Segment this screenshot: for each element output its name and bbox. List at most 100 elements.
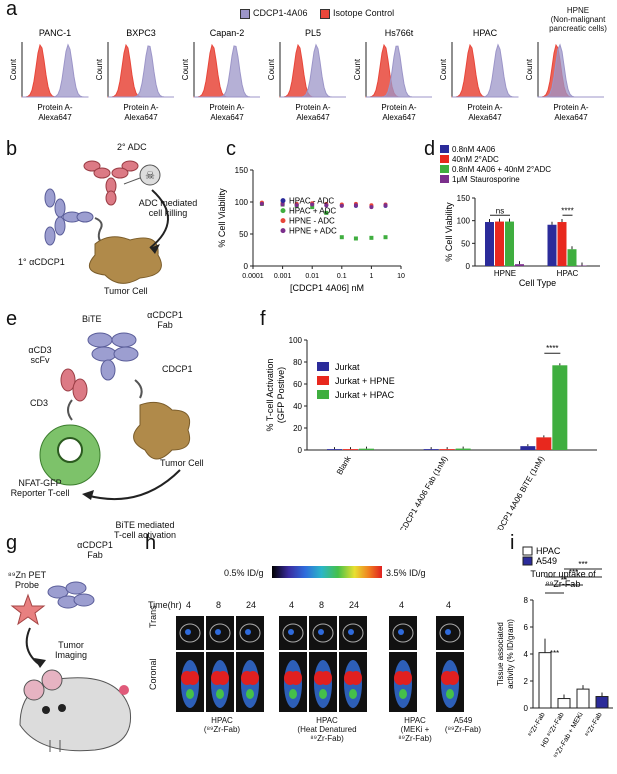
c-point-hpac-plus-adc xyxy=(340,235,344,239)
c-legend-label: HPAC - ADC xyxy=(289,197,334,206)
trans-signal-blob xyxy=(318,629,324,635)
d-legend-swatch xyxy=(440,155,449,163)
group-label-1: HPAC (⁸⁹Zr-Fab) xyxy=(182,716,262,734)
pet-probe-label-line1: ⁸⁹Zn PET xyxy=(2,570,52,580)
primary-antibody xyxy=(45,189,93,245)
c-legend-marker xyxy=(281,198,286,203)
coronal-image-frame xyxy=(309,652,337,712)
c-y-tick-label: 100 xyxy=(235,198,249,207)
histogram-xlabel-line2: Alexa647 xyxy=(296,113,330,122)
group-label-2: HPAC (Heat Denatured ⁸⁹Zr-Fab) xyxy=(282,716,372,743)
coronal-kidney-signal xyxy=(394,671,406,685)
histogram-xlabel-line1: Protein A- xyxy=(123,103,158,112)
f-y-tick-label: 0 xyxy=(298,446,303,455)
f-category-label: CDCP1 4A06 Fab (1nM) xyxy=(398,454,450,530)
c-legend-label: HPNE + ADC xyxy=(289,227,337,236)
f-category-label: Blank xyxy=(335,454,353,477)
time-value: 4 xyxy=(289,600,294,610)
d-xlabel: Cell Type xyxy=(519,278,556,288)
f-bar xyxy=(327,449,342,450)
d-y-tick-label: 100 xyxy=(457,217,471,226)
d-bar xyxy=(485,222,494,266)
group-label-3-line1: HPAC xyxy=(390,716,440,725)
c-xlabel: [CDCP1 4A06] nM xyxy=(290,283,364,293)
group-label-3-line3: ⁸⁹Zr-Fab) xyxy=(390,734,440,743)
group-label-4-line2: (⁸⁹Zr-Fab) xyxy=(438,725,488,734)
d-category-label: HPNE xyxy=(494,269,516,278)
i-y-tick-label: 4 xyxy=(524,650,529,659)
trans-body-outline xyxy=(210,624,230,642)
isotype-histogram xyxy=(452,45,518,97)
bite-label: BiTE xyxy=(82,314,102,324)
i-sig-label: *** xyxy=(550,649,559,658)
pet-probe-label: ⁸⁹Zn PET Probe xyxy=(2,570,52,590)
histogram-title: PANC-1 xyxy=(39,28,71,38)
coronal-tumor-signal xyxy=(216,689,224,699)
f-y-tick-label: 100 xyxy=(289,336,303,345)
coronal-kidney-signal xyxy=(314,671,326,685)
killing-label-line2: cell killing xyxy=(128,208,208,218)
g-fab-label: αCDCP1 Fab xyxy=(70,540,120,560)
group-label-3-line2: (MEKi + xyxy=(390,725,440,734)
histogram-ylabel: Count xyxy=(9,58,18,80)
c-point-hpac-plus-adc xyxy=(369,236,373,240)
f-bar xyxy=(343,449,358,450)
f-bar xyxy=(552,365,567,450)
coronal-kidney-signal xyxy=(441,671,453,685)
cdcp1-label-e: CDCP1 xyxy=(162,364,193,374)
c-legend-marker xyxy=(281,208,286,213)
adc-label: 2° ADC xyxy=(117,142,147,152)
group-label-3: HPAC (MEKi + ⁸⁹Zr-Fab) xyxy=(390,716,440,743)
c-y-tick-label: 0 xyxy=(244,262,249,271)
activation-arrow-head-icon xyxy=(82,490,94,500)
c-point xyxy=(281,203,285,207)
c-x-tick-label: 0.001 xyxy=(274,273,292,280)
coronal-body-signal xyxy=(284,660,302,708)
coronal-body-signal xyxy=(441,660,459,708)
histogram-xlabel-line2: Alexa647 xyxy=(210,113,244,122)
d-ns-label: ns xyxy=(496,206,504,215)
group-label-2-line3: ⁸⁹Zr-Fab) xyxy=(282,734,372,743)
reporter-label-line1: NFAT-GFP xyxy=(0,478,80,488)
coronal-tumor-signal xyxy=(349,689,357,699)
f-bar xyxy=(440,449,455,450)
coronal-tumor-signal xyxy=(446,689,454,699)
group-label-4: A549 (⁸⁹Zr-Fab) xyxy=(438,716,488,734)
imaging-arrow-head-icon xyxy=(34,658,46,668)
i-ylabel-line1: Tissue associated xyxy=(496,622,505,686)
trans-signal-blob xyxy=(245,629,251,635)
histogram-xlabel-line2: Alexa647 xyxy=(468,113,502,122)
trans-body-outline xyxy=(440,624,460,642)
coronal-body-signal xyxy=(181,660,199,708)
d-y-tick-label: 0 xyxy=(466,262,471,271)
coronal-tumor-signal xyxy=(246,689,254,699)
c-point xyxy=(384,203,388,207)
f-bar xyxy=(359,449,374,450)
time-value: 24 xyxy=(349,600,359,610)
t-cell-nucleus-icon xyxy=(58,438,82,462)
d-legend-swatch xyxy=(440,175,449,183)
coronal-tumor-signal xyxy=(289,689,297,699)
killing-label-line1: ADC mediated xyxy=(128,198,208,208)
time-value: 4 xyxy=(399,600,404,610)
c-point xyxy=(260,202,264,206)
bite-scfv-domains xyxy=(61,369,87,401)
trans-body-outline xyxy=(343,624,363,642)
f-ylabel-line2: (GFP Postive) xyxy=(276,367,286,423)
trans-body-outline xyxy=(283,624,303,642)
histogram-ylabel: Count xyxy=(353,58,362,80)
coronal-kidney-signal xyxy=(217,671,229,685)
coronal-kidney-signal xyxy=(400,671,412,685)
coronal-image-frame xyxy=(206,652,234,712)
i-sig-label: ** xyxy=(561,576,567,585)
g-fab-label-line1: αCDCP1 xyxy=(70,540,120,550)
trans-signal-blob xyxy=(348,629,354,635)
histogram-xlabel-line2: Alexa647 xyxy=(554,113,588,122)
d-legend-swatch xyxy=(440,165,449,173)
time-value: 4 xyxy=(186,600,191,610)
histogram-ylabel: Count xyxy=(95,58,104,80)
